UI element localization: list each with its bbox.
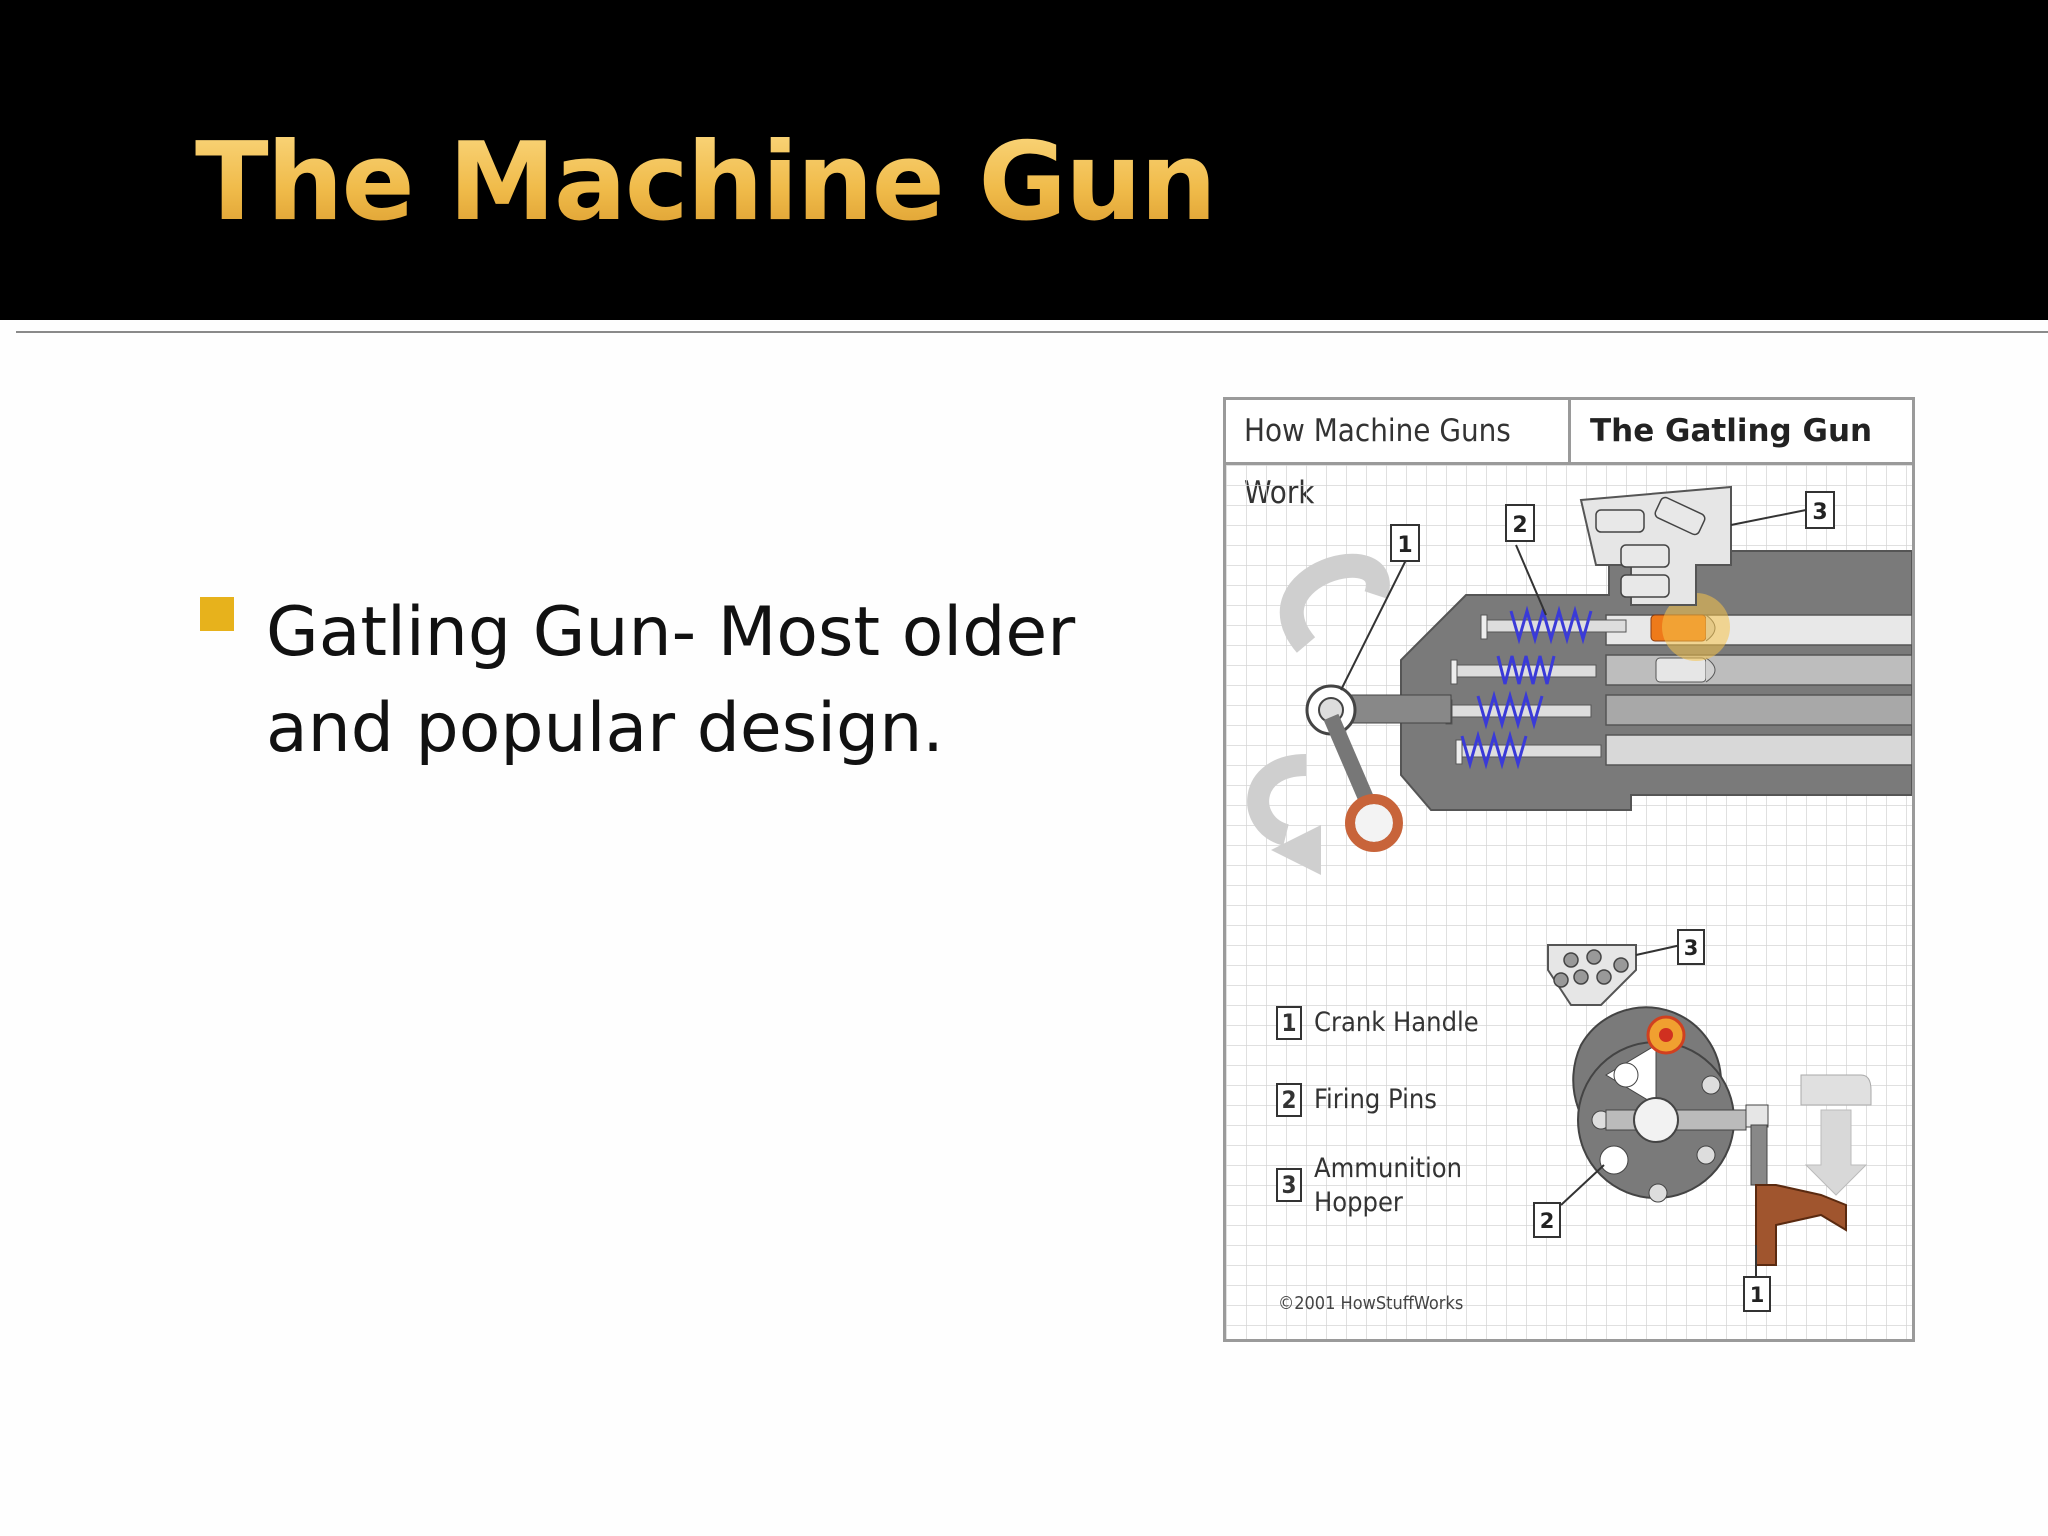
- legend-item-crank-handle: 1 Crank Handle: [1276, 1006, 1479, 1040]
- bullet-item: Gatling Gun- Most older and popular desi…: [266, 593, 1076, 768]
- callout-3-bottom: 3: [1677, 929, 1705, 965]
- diagram-header-title: The Gatling Gun: [1590, 413, 1873, 449]
- callout-number: 3: [1812, 500, 1827, 525]
- legend-number: 1: [1276, 1006, 1302, 1040]
- bullet-square-icon: [200, 597, 234, 631]
- legend-number: 3: [1276, 1168, 1302, 1202]
- callout-number: 3: [1684, 936, 1699, 960]
- bullet-cartridges: [1650, 593, 1730, 683]
- title-bar: The Machine Gun: [0, 0, 2048, 320]
- callout-2-bottom: 2: [1533, 1202, 1561, 1238]
- callout-number: 1: [1750, 1283, 1765, 1307]
- legend-number: 2: [1276, 1083, 1302, 1117]
- end-view-crank: [1755, 1184, 1847, 1266]
- callout-number: 2: [1540, 1209, 1555, 1233]
- slide-title: The Machine Gun: [195, 120, 1217, 245]
- callout-3-top: 3: [1805, 491, 1835, 529]
- callout-1-bottom: 1: [1743, 1276, 1771, 1312]
- callout-number: 2: [1512, 513, 1527, 538]
- callout-number: 1: [1397, 533, 1412, 558]
- gun-end-view: 3 2 1: [1533, 929, 1872, 1312]
- callout-1-top: 1: [1390, 524, 1420, 562]
- diagram-header-series: How Machine Guns Work: [1226, 400, 1571, 511]
- gatling-gun-diagram: How Machine Guns Work The Gatling Gun: [1223, 397, 1915, 1342]
- copyright-notice: ©2001 HowStuffWorks: [1278, 1293, 1464, 1314]
- callout-2-top: 2: [1505, 504, 1535, 542]
- spring-coils: [1460, 605, 1593, 770]
- crank-handle: [1305, 684, 1452, 852]
- diagram-illustration: 1 2 3: [1226, 465, 1912, 1339]
- legend-item-firing-pins: 2 Firing Pins: [1276, 1083, 1437, 1117]
- gun-side-view: 1 2 3: [1247, 485, 1912, 875]
- rotation-arrow-icon: [1279, 553, 1390, 653]
- legend-label: Firing Pins: [1314, 1084, 1437, 1115]
- legend-item-ammunition-hopper: 3 Ammunition Hopper: [1276, 1152, 1474, 1220]
- down-arrow-icon: [1804, 1109, 1868, 1196]
- legend-label: Ammunition Hopper: [1314, 1153, 1463, 1218]
- title-divider: [16, 331, 2048, 333]
- diagram-header: How Machine Guns Work The Gatling Gun: [1226, 400, 1912, 511]
- legend-label: Crank Handle: [1314, 1007, 1479, 1038]
